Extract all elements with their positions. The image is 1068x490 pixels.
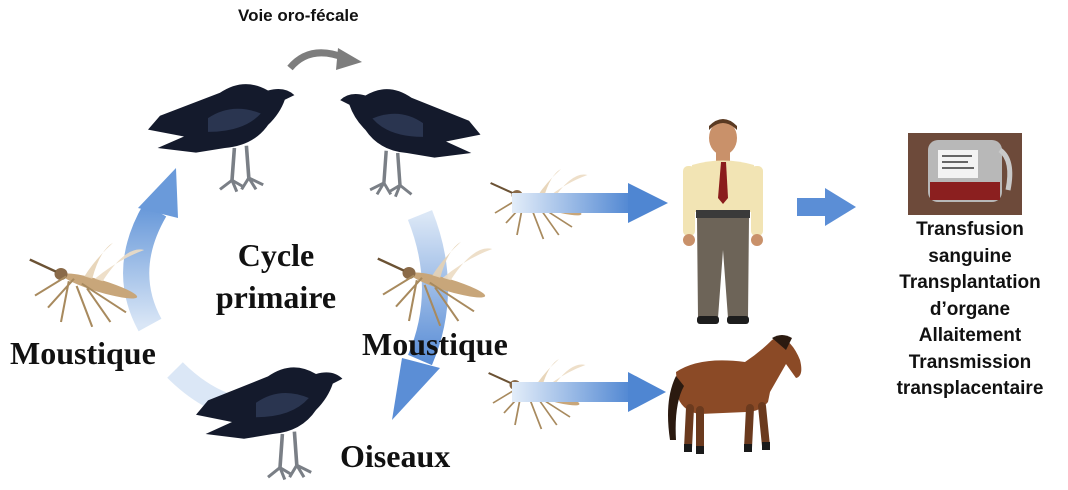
birds-label: Oiseaux [340,438,450,475]
arrow-to-blood-bag-icon [797,188,856,226]
arrow-to-horse-icon [512,372,666,412]
blood-bag-icon [908,133,1022,215]
human-icon [683,119,763,324]
oro-fecal-curve-arrow-icon [290,48,362,70]
horse-icon [668,335,801,454]
route-item: Transmission [872,350,1068,377]
route-item: d’organe [872,297,1068,324]
route-item: Allaitement [872,323,1068,350]
primary-cycle-label-line1: Cycle [196,234,356,276]
route-item: sanguine [872,244,1068,271]
oro-fecal-route-label: Voie oro-fécale [238,6,359,26]
route-item: Transplantation [872,270,1068,297]
cycle-arrowhead-right [392,358,440,420]
cycle-arc-left [136,210,155,325]
crow-top-right-icon [340,89,480,197]
primary-cycle-label-line2: primaire [196,276,356,318]
transmission-routes-list: Transfusion sanguine Transplantation d’o… [872,217,1068,403]
route-item: Transfusion [872,217,1068,244]
crow-bottom-icon [196,367,342,479]
primary-cycle-label: Cycle primaire [196,234,356,318]
mosquito-right-label: Moustique [362,326,508,363]
mosquito-left-label: Moustique [10,335,156,372]
route-item: transplacentaire [872,376,1068,403]
